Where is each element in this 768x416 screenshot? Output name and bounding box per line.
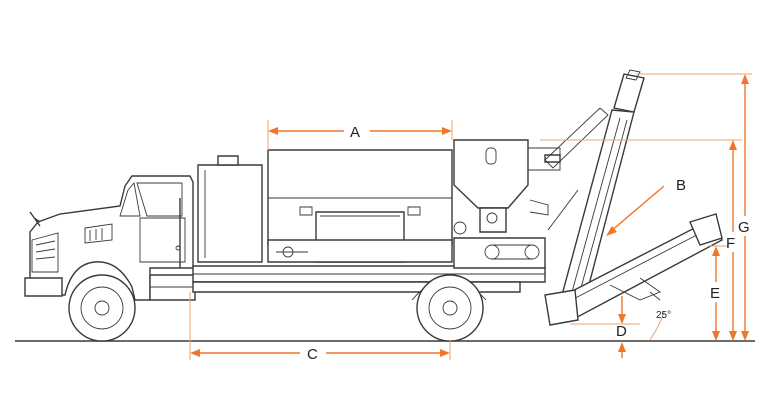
front-wheel [68,274,136,342]
truck-chassis [192,265,546,293]
dimension-d-label: D [616,323,627,340]
discharge-chute [544,213,723,326]
angle-indicator: 25° [649,310,671,341]
dimension-c-label: C [307,346,318,363]
hopper [453,139,561,269]
dimension-a: A [267,120,453,150]
dimension-e-label: E [710,285,720,302]
dimension-b: B [606,177,686,236]
material-bin [267,149,453,263]
dimension-f-label: F [726,235,735,252]
dimension-a-label: A [350,124,360,141]
dimension-g-label: G [738,219,750,236]
tall-tank [197,155,263,263]
dimension-c: C [189,292,451,363]
angle-label: 25° [656,310,671,321]
dimension-d: D [570,296,640,358]
dimension-f: F [540,139,742,341]
truck-cab [24,175,196,301]
dimension-g: G [636,73,752,341]
dimension-e: E [708,245,728,341]
dimension-b-label: B [676,177,686,194]
